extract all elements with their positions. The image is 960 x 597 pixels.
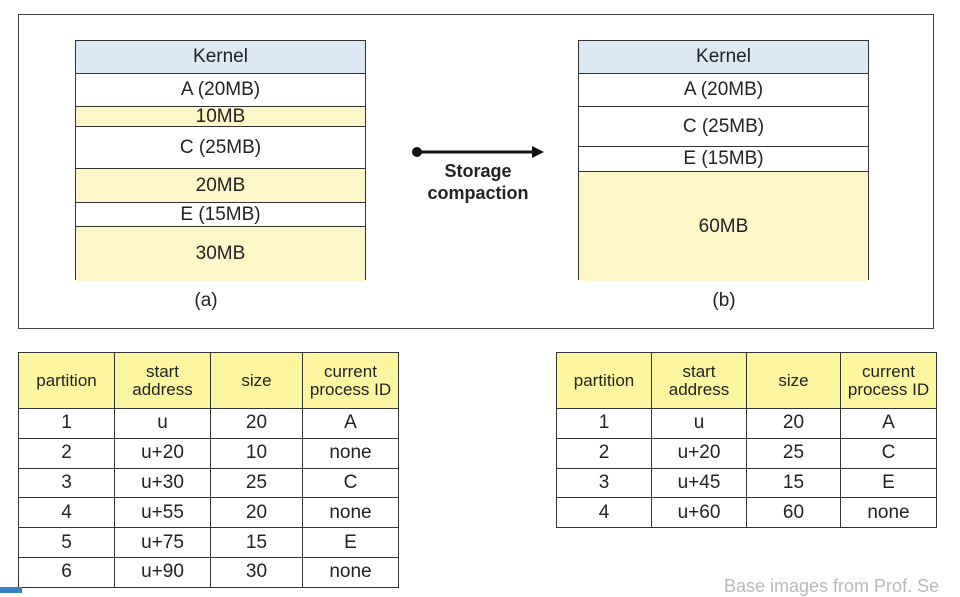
corner-mark — [0, 587, 22, 593]
col-process-id-cell: E — [840, 467, 937, 499]
memory-block-free: 30MB — [76, 227, 365, 281]
col-size-cell: 20 — [210, 497, 303, 529]
col-partition-cell: 5 — [18, 527, 115, 558]
col-process-id-cell: none — [302, 556, 399, 588]
arrow-label-line1: Storage — [444, 161, 512, 181]
col-partition-cell: 6 — [18, 556, 115, 588]
col-size-cell: 20 — [746, 408, 841, 439]
col-process-id-cell: C — [302, 467, 399, 499]
caption-a: (a) — [194, 290, 218, 311]
col-process-id-cell: E — [302, 527, 399, 558]
col-start-address-header: start address — [651, 352, 747, 409]
caption-b: (b) — [712, 290, 736, 311]
compaction-arrow — [412, 146, 544, 158]
col-start-address-cell: u+60 — [651, 497, 747, 529]
col-size-cell: 15 — [210, 527, 303, 558]
col-process-id-cell: none — [302, 437, 399, 469]
col-process-id-header: current process ID — [302, 352, 399, 409]
col-start-address-cell: u+75 — [114, 527, 211, 558]
col-partition-header: partition — [556, 352, 652, 409]
col-partition-cell: 2 — [556, 437, 652, 469]
col-partition-cell: 4 — [556, 497, 652, 529]
memory-block-free: 20MB — [76, 169, 365, 203]
col-size-cell: 25 — [210, 467, 303, 499]
col-size-cell: 60 — [746, 497, 841, 529]
col-start-address-cell: u — [651, 408, 747, 439]
arrow-label-line2: compaction — [427, 183, 529, 203]
col-partition-cell: 1 — [556, 408, 652, 439]
col-partition-cell: 3 — [18, 467, 115, 499]
col-partition-cell: 2 — [18, 437, 115, 469]
memory-block-free: 10MB — [76, 106, 365, 127]
col-start-address-header: start address — [114, 352, 211, 409]
memory-block-kernel: Kernel — [579, 41, 868, 74]
memory-block-process: A (20MB) — [76, 74, 365, 107]
memory-block-process: C (25MB) — [579, 107, 868, 147]
memory-block-process: E (15MB) — [76, 203, 365, 227]
col-partition-cell: 3 — [556, 467, 652, 499]
arrow-label: Storage compaction — [408, 160, 548, 204]
footer-note: Base images from Prof. Se — [724, 576, 940, 596]
col-start-address-cell: u+20 — [651, 437, 747, 469]
col-size-header: size — [210, 352, 303, 409]
col-process-id-cell: none — [302, 497, 399, 529]
col-process-id-cell: C — [840, 437, 937, 469]
col-size-cell: 30 — [210, 556, 303, 588]
memory-block-kernel: Kernel — [76, 41, 365, 74]
memory-block-process: C (25MB) — [76, 127, 365, 169]
col-size-cell: 10 — [210, 437, 303, 469]
col-partition-header: partition — [18, 352, 115, 409]
col-start-address-cell: u+20 — [114, 437, 211, 469]
memory-block-process: E (15MB) — [579, 147, 868, 172]
arrow-head — [532, 146, 544, 158]
col-partition-cell: 4 — [18, 497, 115, 529]
col-process-id-cell: none — [840, 497, 937, 529]
col-size-cell: 20 — [210, 408, 303, 439]
col-size-header: size — [746, 352, 841, 409]
col-start-address-cell: u+90 — [114, 556, 211, 588]
memory-block-free: 60MB — [579, 172, 868, 281]
col-process-id-cell: A — [302, 408, 399, 439]
col-size-cell: 15 — [746, 467, 841, 499]
col-process-id-cell: A — [840, 408, 937, 439]
col-size-cell: 25 — [746, 437, 841, 469]
memory-block-process: A (20MB) — [579, 74, 868, 107]
col-start-address-cell: u — [114, 408, 211, 439]
col-start-address-cell: u+55 — [114, 497, 211, 529]
col-partition-cell: 1 — [18, 408, 115, 439]
col-process-id-header: current process ID — [840, 352, 937, 409]
col-start-address-cell: u+45 — [651, 467, 747, 499]
col-start-address-cell: u+30 — [114, 467, 211, 499]
